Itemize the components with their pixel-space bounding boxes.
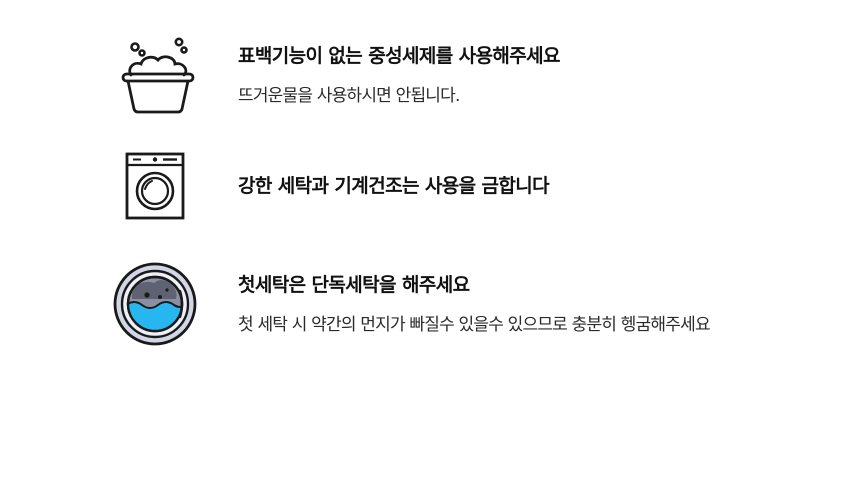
care-item-description: 첫 세탁 시 약간의 먼지가 빠질수 있을수 있으므로 충분히 헹굼해주세요 xyxy=(238,314,711,335)
washer-drum-icon xyxy=(110,259,200,349)
care-item-text: 강한 세탁과 기계건조는 사용을 금합니다 xyxy=(238,174,550,198)
care-item-text: 표백기능이 없는 중성세제를 사용해주세요 뜨거운물을 사용하시면 안됩니다. xyxy=(238,44,560,107)
wash-basin-icon xyxy=(110,30,200,120)
care-item-title: 표백기능이 없는 중성세제를 사용해주세요 xyxy=(238,44,560,67)
care-item-title: 강한 세탁과 기계건조는 사용을 금합니다 xyxy=(238,175,550,197)
care-item-description: 뜨거운물을 사용하시면 안됩니다. xyxy=(238,85,460,106)
care-item-title: 첫세탁은 단독세탁을 해주세요 xyxy=(238,273,470,296)
washing-machine-icon xyxy=(110,141,200,231)
care-item-neutral-detergent: 표백기능이 없는 중성세제를 사용해주세요 뜨거운물을 사용하시면 안됩니다. xyxy=(110,30,830,120)
care-item-wash-separately: 첫세탁은 단독세탁을 해주세요 첫 세탁 시 약간의 먼지가 빠질수 있을수 있… xyxy=(110,259,830,349)
care-item-text: 첫세탁은 단독세탁을 해주세요 첫 세탁 시 약간의 먼지가 빠질수 있을수 있… xyxy=(238,273,711,336)
care-item-no-machine-dry: 강한 세탁과 기계건조는 사용을 금합니다 xyxy=(110,141,830,231)
